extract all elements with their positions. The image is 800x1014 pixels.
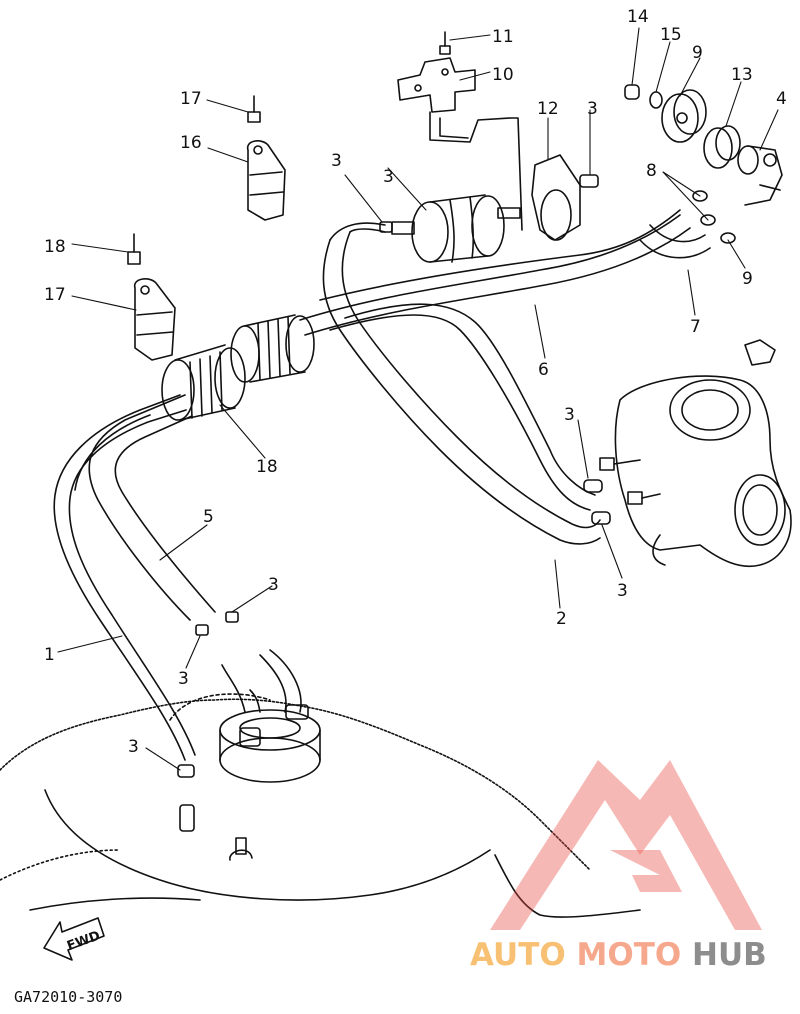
clamp-17-lower bbox=[133, 278, 176, 361]
callout-15: 14 bbox=[627, 7, 649, 27]
callout-3: 3 bbox=[128, 737, 139, 757]
holder-13 bbox=[509, 117, 581, 241]
callout-3: 3 bbox=[587, 99, 598, 119]
hose-6 bbox=[74, 394, 216, 621]
callout-13: 12 bbox=[537, 99, 559, 119]
washer-16 bbox=[649, 91, 663, 109]
clamp-9-set bbox=[692, 190, 736, 244]
fwd-arrow bbox=[43, 917, 105, 961]
callout-3: 3 bbox=[331, 151, 342, 171]
watermark-part-2: MOTO bbox=[577, 937, 682, 973]
callout-19: 18 bbox=[256, 457, 278, 477]
leader-lines bbox=[57, 27, 779, 771]
valve-5 bbox=[737, 145, 783, 206]
clamp-3-set bbox=[177, 174, 611, 778]
callout-10: 9 bbox=[692, 43, 703, 63]
callout-6: 5 bbox=[203, 507, 214, 527]
callout-3: 3 bbox=[564, 405, 575, 425]
callout-9: 8 bbox=[646, 161, 657, 181]
callout-16: 15 bbox=[660, 25, 682, 45]
watermark-part-1: AUTO bbox=[470, 937, 566, 973]
hose-1 bbox=[53, 394, 196, 761]
bolt-18-upper bbox=[247, 95, 261, 123]
ring-14 bbox=[703, 125, 741, 169]
callout-2: 2 bbox=[556, 609, 567, 629]
bracket-11 bbox=[397, 57, 511, 143]
cap-10 bbox=[661, 89, 707, 143]
watermark: AUTO MOTO HUB bbox=[470, 760, 767, 973]
watermark-part-3: HUB bbox=[692, 937, 767, 973]
hose-8 bbox=[319, 209, 711, 301]
bolt-12 bbox=[439, 31, 451, 55]
fuel-pump bbox=[219, 649, 321, 783]
callout-17: 17 bbox=[44, 285, 66, 305]
callout-7: 6 bbox=[538, 360, 549, 380]
callout-1: 1 bbox=[44, 645, 55, 665]
tank-fitting bbox=[179, 804, 253, 861]
callout-8: 7 bbox=[690, 317, 701, 337]
callout-3: 3 bbox=[268, 575, 279, 595]
callout-14: 13 bbox=[731, 65, 753, 85]
throttle-body bbox=[599, 339, 792, 568]
hose-3-upper bbox=[329, 222, 386, 241]
callout-18: 18 bbox=[44, 237, 66, 257]
callout-18: 17 bbox=[180, 89, 202, 109]
hose-2 bbox=[322, 231, 601, 545]
diagram-code: GA72010-3070 bbox=[14, 988, 122, 1006]
grommet-19 bbox=[161, 314, 315, 421]
hose-7 bbox=[299, 214, 691, 511]
callout-17: 16 bbox=[180, 133, 202, 153]
watermark-text: AUTO MOTO HUB bbox=[470, 937, 767, 973]
callout-11: 10 bbox=[492, 65, 514, 85]
clamp-17-upper bbox=[246, 140, 286, 221]
callout-12: 11 bbox=[492, 27, 514, 47]
watermark-logo-icon bbox=[490, 760, 762, 930]
callout-3: 3 bbox=[617, 581, 628, 601]
bolt-18-lower bbox=[127, 233, 141, 265]
fuel-filter bbox=[391, 194, 521, 263]
screw-15 bbox=[624, 84, 640, 100]
callouts: 1 2 3 3 3 3 3 3 3 3 4 5 6 7 8 9 9 10 11 … bbox=[44, 7, 787, 757]
callout-5: 4 bbox=[776, 89, 787, 109]
callout-3: 3 bbox=[383, 167, 394, 187]
fuel-tank bbox=[0, 693, 641, 918]
callout-3: 3 bbox=[178, 669, 189, 689]
fwd-label: FWD bbox=[65, 928, 102, 954]
callout-9: 9 bbox=[742, 269, 753, 289]
